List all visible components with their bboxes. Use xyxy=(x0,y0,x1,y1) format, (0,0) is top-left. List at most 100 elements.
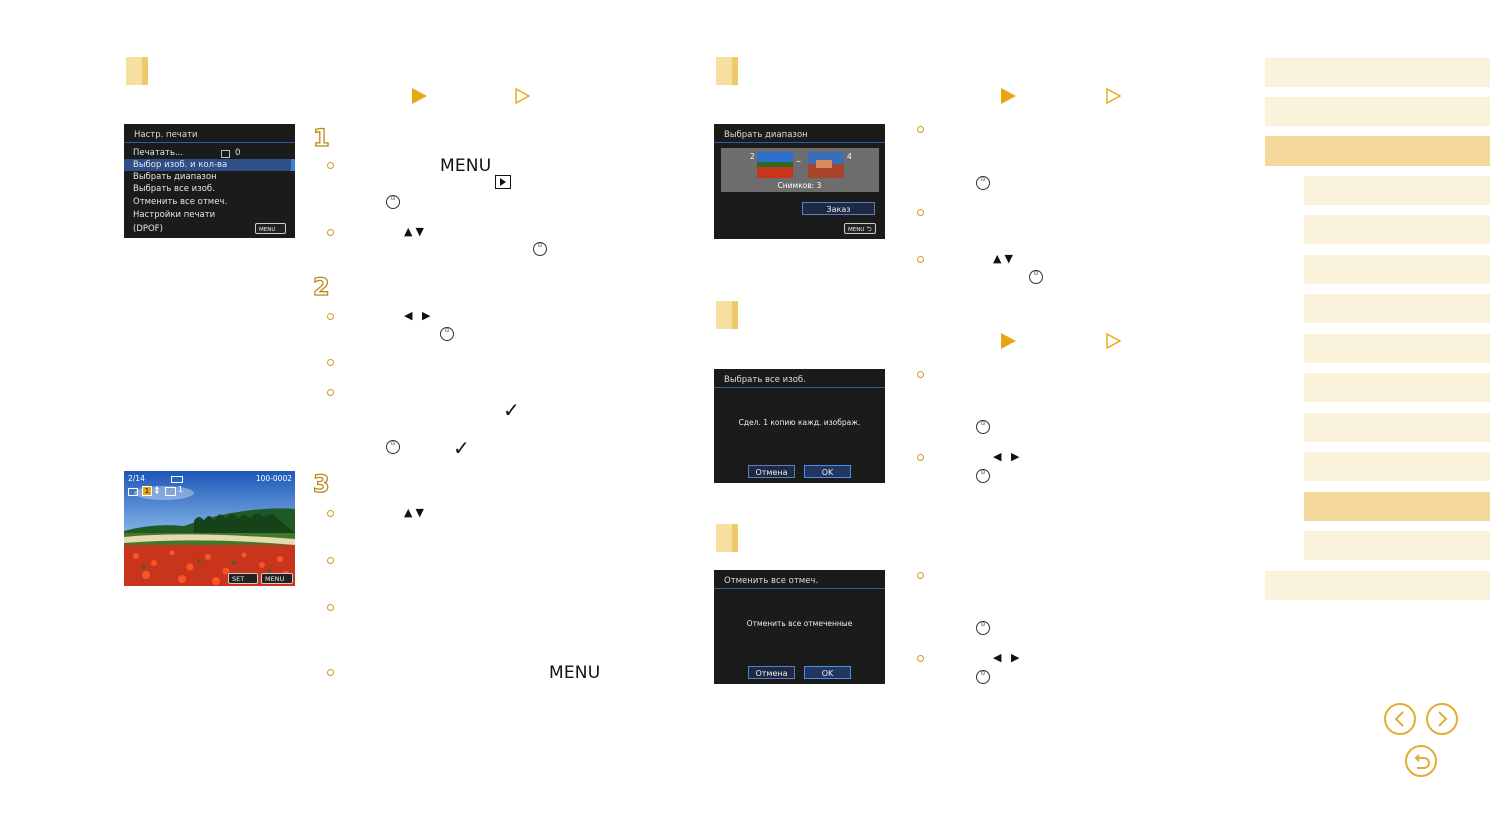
return-button[interactable] xyxy=(1405,745,1437,777)
menu-row-select-range: Выбрать диапазон xyxy=(133,172,217,182)
menu-row-clear-all: Отменить все отмеч. xyxy=(133,197,228,207)
select-range-screen: Выбрать диапазон 2 – 4 Снимков: 3 Заказ … xyxy=(714,124,885,239)
bullet xyxy=(917,371,924,378)
screen-title: Выбрать все изоб. xyxy=(724,375,806,385)
title-divider xyxy=(714,142,885,143)
sidebar-sub-item[interactable] xyxy=(1304,373,1490,402)
section-marker xyxy=(716,57,738,85)
sidebar-sub-item[interactable] xyxy=(1304,531,1490,560)
order-button: Заказ xyxy=(802,202,875,215)
range-dash: – xyxy=(796,156,801,167)
ok-button: OK xyxy=(804,666,851,679)
menu-button-label: MENU xyxy=(440,156,492,176)
landscape-photo xyxy=(124,471,295,586)
section-marker xyxy=(716,524,738,552)
func-set-icon: ⊙ xyxy=(976,621,990,635)
sidebar-sub-item[interactable] xyxy=(1304,294,1490,323)
set-print-badge: SET xyxy=(228,573,258,584)
step-number-2: 2 xyxy=(312,273,330,301)
left-right-icon: ◀ ▶ xyxy=(404,309,434,322)
bullet xyxy=(327,510,334,517)
sidebar-chapter-next[interactable] xyxy=(1265,571,1490,600)
up-down-icon: ▲▼ xyxy=(404,506,427,519)
menu-row-select-images: Выбор изоб. и кол-ва xyxy=(124,159,295,171)
dialog-message: Сдел. 1 копию кажд. изображ. xyxy=(738,418,861,427)
sidebar-sub-item[interactable] xyxy=(1304,255,1490,284)
bullet xyxy=(327,557,334,564)
title-divider xyxy=(714,387,885,388)
func-set-icon: ⊙ xyxy=(386,195,400,209)
sidebar-chapter-2[interactable] xyxy=(1265,97,1490,126)
func-set-icon: ⊙ xyxy=(440,327,454,341)
step-number-1: 1 xyxy=(312,124,330,152)
nav-arrow-outline-icon xyxy=(515,88,530,104)
menu-ok-label: MENU OK xyxy=(265,575,285,583)
func-set-icon: ⊙ xyxy=(976,420,990,434)
range-last-thumbnail xyxy=(808,152,844,178)
section-marker xyxy=(126,57,148,85)
bullet xyxy=(327,359,334,366)
title-divider xyxy=(714,588,885,589)
menu-row-print-settings: Настройки печати xyxy=(133,210,216,220)
cancel-button: Отмена xyxy=(748,465,795,478)
previous-page-button[interactable] xyxy=(1384,703,1416,735)
menu-ok-badge: MENU OK xyxy=(261,573,293,584)
sidebar-sub-item[interactable] xyxy=(1304,176,1490,205)
sidebar-sub-item[interactable] xyxy=(1304,452,1490,481)
bullet xyxy=(917,655,924,662)
file-number: 100-0002 xyxy=(255,474,292,483)
func-set-icon: ⊙ xyxy=(386,440,400,454)
nav-arrow-solid-icon xyxy=(1001,333,1016,349)
menu-back-badge: MENU ⮌ xyxy=(844,223,876,234)
cancel-button: Отмена xyxy=(748,666,795,679)
bullet xyxy=(327,669,334,676)
range-first-thumbnail xyxy=(757,152,793,178)
ok-button: OK xyxy=(804,465,851,478)
range-last-index: 4 xyxy=(847,152,852,161)
menu-button-label: MENU xyxy=(549,663,601,683)
bullet xyxy=(327,313,334,320)
check-icon: ✓ xyxy=(453,436,470,460)
bullet xyxy=(327,389,334,396)
bullet xyxy=(917,572,924,579)
screen-title: Выбрать диапазон xyxy=(724,130,808,140)
func-set-icon: ⊙ xyxy=(533,242,547,256)
copies-box: 1 xyxy=(142,486,152,496)
image-counter: 2/14 xyxy=(128,474,145,483)
print-settings-screen: Настр. печати Печатать... 0 Выбор изоб. … xyxy=(124,124,295,238)
func-set-icon: ⊙ xyxy=(976,469,990,483)
range-first-index: 2 xyxy=(750,152,755,161)
menu-badge-label: MENU xyxy=(259,227,276,233)
battery-icon xyxy=(171,476,183,483)
bullet xyxy=(917,454,924,461)
sidebar-sub-item[interactable] xyxy=(1304,215,1490,244)
copies-right: 1 xyxy=(178,485,184,494)
bullet xyxy=(917,126,924,133)
chevron-right-icon xyxy=(1438,711,1448,727)
dialog-message: Отменить все отмеченные xyxy=(746,619,853,628)
left-right-icon: ◀ ▶ xyxy=(993,450,1023,463)
left-right-icon: ◀ ▶ xyxy=(993,651,1023,664)
sidebar-sub-item-current[interactable] xyxy=(1304,492,1490,521)
range-panel xyxy=(721,148,879,192)
menu-row-print: Печатать... 0 xyxy=(124,147,295,159)
copies-value: 1 xyxy=(144,487,150,495)
screen-title: Настр. печати xyxy=(134,130,198,140)
sidebar-chapter-current[interactable] xyxy=(1265,136,1490,166)
sidebar-sub-item[interactable] xyxy=(1304,334,1490,363)
screen-title: Отменить все отмеч. xyxy=(724,576,819,586)
range-count: Снимков: 3 xyxy=(777,181,822,190)
bullet xyxy=(327,229,334,236)
playback-icon xyxy=(495,175,511,189)
print-label: Печатать... xyxy=(133,148,184,158)
next-page-button[interactable] xyxy=(1426,703,1458,735)
bullet xyxy=(327,162,334,169)
return-icon xyxy=(1414,754,1430,769)
nav-arrow-outline-icon xyxy=(1106,88,1121,104)
sidebar-sub-item[interactable] xyxy=(1304,413,1490,442)
bullet xyxy=(327,604,334,611)
bullet xyxy=(917,209,924,216)
up-down-small-icon: ▲▼ xyxy=(155,485,159,496)
menu-row-select-all: Выбрать все изоб. xyxy=(133,184,215,194)
sidebar-chapter-1[interactable] xyxy=(1265,58,1490,87)
